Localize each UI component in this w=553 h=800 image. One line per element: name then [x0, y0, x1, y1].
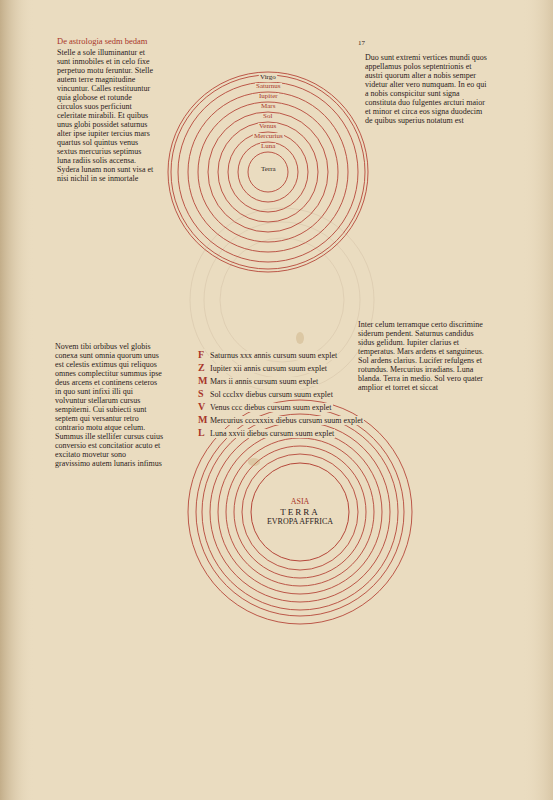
- show-through: [190, 208, 374, 392]
- planet-period: Luna xxvii diebus cursum suum explet: [209, 429, 335, 438]
- earth-label: Terra: [260, 166, 277, 174]
- planet-period: Venus ccc diebus cursum suum explet: [209, 403, 333, 412]
- red-initial: F: [197, 349, 205, 360]
- planet-period: Sol ccclxv diebus cursum suum explet: [209, 390, 334, 399]
- zodiac-label: Virgo: [259, 74, 277, 82]
- text-block: Stelle a sole illuminantur et sunt inmob…: [57, 48, 157, 183]
- planet-label: Iupiter: [258, 93, 279, 101]
- red-initial: S: [197, 388, 205, 399]
- folio-number: 17: [358, 40, 365, 48]
- earth-circle: ASIATERRAEVROPA AFFRICA: [250, 462, 350, 562]
- continent-name: EVROPA AFFRICA: [267, 517, 333, 527]
- red-initial: L: [197, 427, 206, 438]
- page-gutter: [0, 0, 34, 800]
- planet-period: Saturnus xxx annis cursum suum explet: [209, 351, 338, 360]
- red-initial: M: [197, 375, 208, 386]
- planet-label: Venus: [258, 123, 277, 131]
- planetary-spheres-lower: [188, 400, 412, 624]
- planet-period: Mars ii annis cursum suum explet: [209, 377, 319, 386]
- red-initial: V: [197, 401, 206, 412]
- earth-text-group: ASIATERRAEVROPA AFFRICA: [250, 462, 350, 562]
- red-initial: M: [197, 414, 208, 425]
- planet-period: Mercurius cccxxxix diebus cursum suum ex…: [209, 416, 364, 425]
- rubric-heading: De astrologia sedm bedam: [57, 37, 147, 47]
- planet-label: Mercurius: [253, 133, 284, 141]
- text-block: Duo sunt extremi vertices mundi quos app…: [365, 53, 488, 125]
- planet-period: Iupiter xii annis cursum suum explet: [209, 364, 328, 373]
- red-initial: Z: [197, 362, 206, 373]
- earth-name: TERRA: [280, 507, 320, 518]
- earth-ring: [251, 463, 349, 561]
- text-block: Novem tibi orbibus vel globis conexa sun…: [55, 342, 163, 468]
- planet-label: Sol: [262, 113, 273, 121]
- planet-label: Mars: [260, 103, 276, 111]
- planet-label: Luna: [260, 143, 276, 151]
- page-edge: [523, 0, 553, 800]
- planet-label: Saturnus: [255, 83, 282, 91]
- text-block: Inter celum terramque certo discrimine s…: [358, 320, 486, 392]
- continent-name: ASIA: [291, 497, 310, 507]
- planetary-circles-upper: [168, 72, 368, 272]
